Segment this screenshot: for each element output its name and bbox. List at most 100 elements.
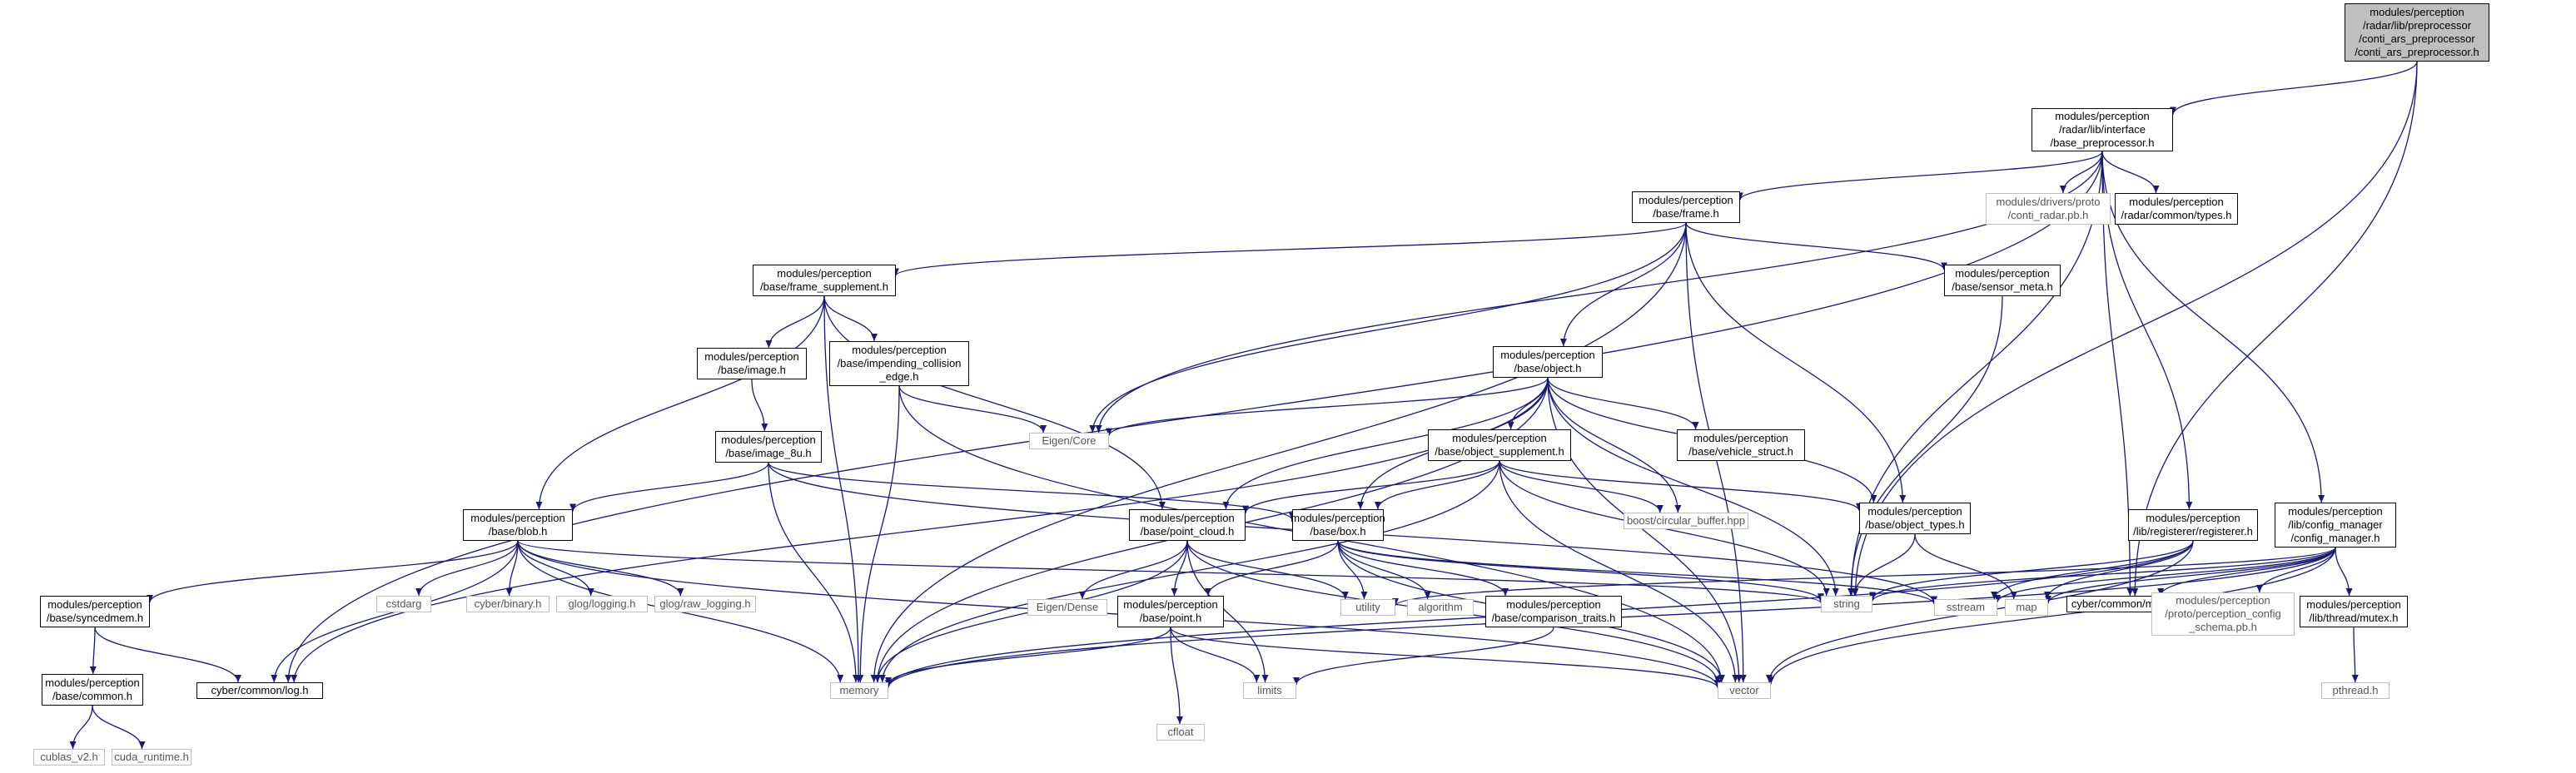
- edge-n15-to-n39: [857, 385, 900, 683]
- node-modules-perception-base-object-types-h[interactable]: modules/perception /base/object_types.h: [1859, 503, 1971, 534]
- node-modules-perception-base-object-h[interactable]: modules/perception /base/object.h: [1493, 346, 1603, 378]
- node-limits: limits: [1243, 682, 1296, 699]
- node-modules-perception-radar-lib-interface-base-preprocessor-h[interactable]: modules/perception /radar/lib/interface …: [2031, 108, 2173, 151]
- edge-n13-to-n18: [1507, 377, 1549, 430]
- edge-n18-to-n19: [1499, 460, 1663, 513]
- edge-n13-to-n19: [1547, 377, 1682, 513]
- edge-n6-to-n12: [1685, 222, 1947, 270]
- node-glog-logging-h: glog/logging.h: [556, 596, 648, 612]
- node-glog-raw-logging-h: glog/raw_logging.h: [654, 596, 756, 612]
- edge-n38-to-n39: [885, 627, 1171, 686]
- node-eigen-core: Eigen/Core: [1029, 433, 1109, 449]
- edge-n21-to-n26: [505, 540, 519, 597]
- edge-n6-to-n5: [1089, 222, 1687, 434]
- edge-n10-to-n40: [1768, 547, 2336, 685]
- node-modules-perception-base-object-supplement-h[interactable]: modules/perception /base/object_suppleme…: [1428, 429, 1571, 461]
- edge-n23-to-n38: [1204, 540, 1339, 597]
- edge-n10-to-n34: [2045, 547, 2336, 604]
- node-cstdarg: cstdarg: [376, 596, 431, 612]
- edge-n6-to-n20: [1685, 222, 1907, 503]
- node-modules-perception-base-frame-supplement-h[interactable]: modules/perception /base/frame_supplemen…: [753, 265, 896, 296]
- edge-n36-to-n43: [2351, 627, 2359, 683]
- edge-n9-to-n3: [1869, 540, 2194, 600]
- edge-n32-to-n42: [1293, 627, 1554, 686]
- edge-n9-to-n34: [2044, 540, 2194, 600]
- edge-n0-to-n3: [1852, 61, 2418, 597]
- edge-n11-to-n21: [535, 295, 825, 510]
- node-cfloat: cfloat: [1156, 724, 1205, 741]
- edge-n12-to-n3: [1847, 295, 2003, 597]
- node-modules-perception-lib-registerer-registerer-h[interactable]: modules/perception /lib/registerer/regis…: [2128, 509, 2258, 541]
- edge-n16-to-n39: [768, 462, 860, 683]
- node-utility: utility: [1340, 599, 1395, 616]
- node-cyber-common-log-h[interactable]: cyber/common/log.h: [196, 682, 323, 699]
- edge-n15-to-n5: [898, 385, 1047, 434]
- edge-n13-to-n5: [1106, 377, 1549, 436]
- edge-n11-to-n39: [823, 295, 863, 683]
- edge-n22-to-n38: [1171, 540, 1188, 597]
- edge-n18-to-n22: [1242, 460, 1500, 513]
- node-cuda-runtime-h: cuda_runtime.h: [112, 749, 191, 766]
- edge-n21-to-n27: [517, 540, 594, 597]
- edge-n14-to-n16: [751, 379, 768, 432]
- node-modules-perception-base-box-h[interactable]: modules/perception /base/box.h: [1290, 509, 1385, 541]
- node-map: map: [2005, 599, 2048, 616]
- edge-n18-to-n20: [1499, 460, 1862, 512]
- edge-n10-to-n4: [2157, 547, 2336, 597]
- edge-n13-to-n22: [1222, 377, 1549, 510]
- edge-n21-to-n25: [415, 540, 519, 597]
- edge-n22-to-n29: [1079, 540, 1188, 600]
- edge-n22-to-n42: [1186, 540, 1269, 683]
- edge-n1-to-n6: [1737, 151, 2103, 201]
- node-modules-perception-radar-common-types-h[interactable]: modules/perception /radar/common/types.h: [2115, 193, 2238, 225]
- edge-n23-to-n3: [1337, 540, 1824, 602]
- node-modules-perception-base-sensor-meta-h[interactable]: modules/perception /base/sensor_meta.h: [1944, 265, 2061, 296]
- node-eigen-dense: Eigen/Dense: [1027, 599, 1107, 616]
- node-vector: vector: [1718, 682, 1771, 699]
- node-modules-drivers-proto-conti-radar-pb-h: modules/drivers/proto /conti_radar.pb.h: [1986, 193, 2111, 225]
- edge-n11-to-n15: [823, 295, 878, 342]
- edge-n11-to-n14: [765, 295, 825, 349]
- node-modules-perception-base-comparison-traits-h[interactable]: modules/perception /base/comparison_trai…: [1485, 596, 1622, 627]
- edge-n24-to-n37: [89, 627, 97, 675]
- edge-n21-to-n24: [147, 540, 519, 603]
- node-modules-perception-base-image-h[interactable]: modules/perception /base/image.h: [697, 348, 807, 379]
- node-modules-perception-base-point-cloud-h[interactable]: modules/perception /base/point_cloud.h: [1129, 509, 1246, 541]
- node-pthread-h: pthread.h: [2321, 682, 2390, 699]
- edge-n38-to-n40: [1170, 627, 1721, 688]
- edge-n6-to-n39: [870, 222, 1687, 683]
- node-modules-perception-lib-config-manager-config-manager-h[interactable]: modules/perception /lib/config_manager /…: [2275, 503, 2396, 548]
- node-modules-perception-radar-lib-preprocessor-conti-ars-preprocessor-conti-ars-preprocessor-h[interactable]: modules/perception /radar/lib/preprocess…: [2345, 3, 2489, 62]
- node-cyber-binary-h: cyber/binary.h: [466, 596, 550, 612]
- edge-n13-to-n40: [1547, 377, 1743, 683]
- edge-n23-to-n33: [1337, 540, 1937, 605]
- edge-n1-to-n8: [2101, 151, 2160, 194]
- edge-n10-to-n33: [1994, 547, 2336, 603]
- node-memory: memory: [830, 682, 888, 699]
- node-sstream: sstream: [1934, 599, 1997, 616]
- edge-n16-to-n23: [768, 462, 1295, 521]
- node-modules-perception-base-syncedmem-h[interactable]: modules/perception /base/syncedmem.h: [40, 596, 150, 627]
- node-modules-perception-base-point-h[interactable]: modules/perception /base/point.h: [1117, 596, 1224, 627]
- node-modules-perception-base-common-h[interactable]: modules/perception /base/common.h: [42, 674, 143, 706]
- edge-n23-to-n32: [1337, 540, 1509, 597]
- node-modules-perception-base-frame-h[interactable]: modules/perception /base/frame.h: [1632, 191, 1740, 223]
- node-modules-perception-base-impending-collision-edge-h[interactable]: modules/perception /base/impending_colli…: [829, 341, 969, 386]
- edge-n21-to-n28: [517, 540, 684, 597]
- node-cublas-v2-h: cublas_v2.h: [33, 749, 105, 766]
- edge-n10-to-n30: [1392, 547, 2336, 607]
- edge-n23-to-n30: [1337, 540, 1368, 600]
- node-modules-perception-base-vehicle-struct-h[interactable]: modules/perception /base/vehicle_struct.…: [1677, 429, 1805, 461]
- node-modules-perception-base-blob-h[interactable]: modules/perception /base/blob.h: [463, 509, 573, 541]
- edge-n21-to-n3: [517, 540, 1824, 604]
- node-modules-perception-lib-thread-mutex-h[interactable]: modules/perception /lib/thread/mutex.h: [2300, 596, 2408, 627]
- edge-n0-to-n1: [2170, 61, 2418, 115]
- edge-n10-to-n35: [2255, 547, 2336, 593]
- edge-n18-to-n23: [1374, 460, 1500, 510]
- edge-n13-to-n17: [1547, 377, 1699, 430]
- edge-n10-to-n3: [1869, 547, 2336, 602]
- edge-n6-to-n13: [1559, 222, 1687, 347]
- node-modules-perception-base-image-8u-h[interactable]: modules/perception /base/image_8u.h: [715, 431, 822, 463]
